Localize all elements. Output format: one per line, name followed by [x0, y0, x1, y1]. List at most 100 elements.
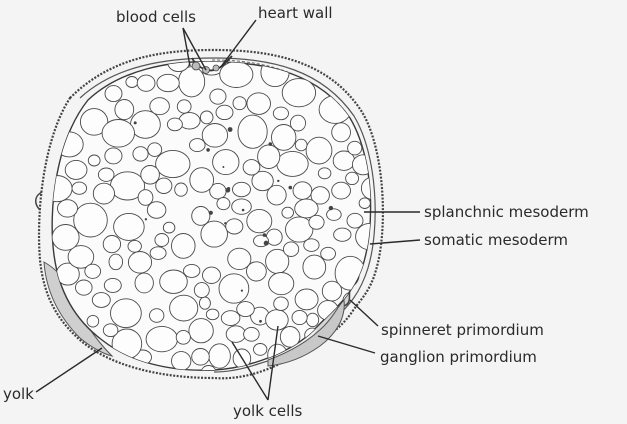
yolk-cell: [55, 132, 83, 157]
yolk-cell: [177, 100, 191, 113]
yolk-cell: [102, 120, 134, 148]
yolk-speck: [241, 290, 243, 292]
yolk-cell: [74, 203, 108, 237]
leader-ganglion: [318, 336, 375, 353]
yolk-cell: [170, 295, 198, 321]
yolk-cell: [190, 168, 214, 193]
yolk-cell: [103, 236, 120, 253]
yolk-cell: [322, 281, 341, 301]
yolk-cell: [103, 324, 118, 337]
yolk-cell: [114, 213, 145, 240]
yolk-cell: [206, 309, 219, 320]
yolk-cell: [238, 115, 267, 148]
yolk-speck: [145, 218, 147, 220]
yolk-speck: [264, 241, 269, 246]
yolk-cell: [135, 273, 153, 293]
yolk-cell: [209, 344, 231, 368]
yolk-cell: [348, 141, 362, 155]
yolk-cell: [304, 239, 319, 252]
label-blood-cells: blood cells: [116, 8, 196, 26]
yolk-speck: [277, 180, 279, 182]
yolk-cell: [347, 213, 363, 228]
yolk-cell: [203, 267, 221, 283]
yolk-cell: [346, 172, 359, 184]
yolk-cell: [148, 143, 162, 157]
yolk-cell: [93, 183, 114, 204]
yolk-cell: [282, 207, 294, 218]
yolk-cell: [192, 349, 210, 366]
yolk-cell: [200, 111, 213, 124]
yolk-cell: [295, 139, 307, 151]
yolk-speck: [206, 148, 210, 152]
yolk-cell: [104, 278, 121, 292]
yolk-cell: [303, 255, 326, 279]
yolk-cell: [163, 222, 175, 233]
yolk-cell: [269, 273, 294, 295]
yolk-cell: [247, 262, 267, 281]
yolk-cell: [111, 299, 142, 328]
label-splanchnic-mesoderm: splanchnic mesoderm: [424, 203, 589, 221]
label-spinneret-primordium: spinneret primordium: [381, 321, 544, 339]
label-heart-wall: heart wall: [258, 4, 333, 22]
yolk-cell: [138, 190, 153, 206]
yolk-cell: [105, 148, 122, 164]
yolk-cell: [192, 207, 210, 226]
yolk-cell: [184, 264, 200, 277]
yolk-speck: [228, 127, 233, 132]
yolk-cell: [128, 240, 141, 252]
yolk-cell: [266, 310, 289, 330]
yolk-cell: [175, 183, 188, 196]
label-ganglion-primordium: ganglion primordium: [380, 348, 537, 366]
yolk-cell: [146, 326, 177, 351]
yolk-cell: [72, 182, 87, 194]
yolk-cell: [109, 254, 123, 270]
yolk-cell: [156, 150, 190, 177]
yolk-cell: [359, 198, 370, 209]
yolk-speck: [263, 233, 267, 237]
yolk-cell: [201, 221, 228, 247]
yolk-cell: [266, 229, 282, 245]
yolk-cell: [189, 319, 213, 343]
yolk-cell: [306, 137, 332, 164]
leader-yolk: [36, 348, 102, 392]
yolk-cell: [76, 280, 93, 295]
yolk-cell: [334, 228, 351, 241]
yolk-cell: [233, 97, 246, 110]
yolk-cell: [150, 309, 164, 323]
yolk-cell: [176, 330, 190, 344]
yolk-cell: [137, 75, 155, 91]
yolk-cell: [220, 62, 253, 88]
yolk-cell: [167, 118, 182, 131]
yolk-cell: [219, 274, 249, 303]
yolk-cell: [85, 264, 101, 278]
yolk-cell: [52, 225, 79, 251]
yolk-cell: [58, 200, 78, 217]
label-yolk: yolk: [3, 385, 34, 403]
blood-cell: [192, 62, 200, 70]
yolk-cell: [226, 219, 243, 234]
yolk-cell: [221, 311, 240, 326]
yolk-speck: [329, 206, 333, 210]
yolk-speck: [224, 222, 226, 224]
yolk-speck: [269, 142, 273, 146]
yolk-cell: [226, 326, 245, 343]
label-somatic-mesoderm: somatic mesoderm: [424, 231, 568, 249]
yolk-cell: [232, 199, 252, 214]
yolk-cell: [128, 251, 151, 273]
yolk-cell: [318, 168, 331, 179]
yolk-cell: [217, 198, 230, 210]
yolk-cell: [141, 166, 160, 185]
yolk-cell: [292, 310, 307, 324]
yolk-cell: [199, 297, 210, 309]
yolk-speck: [289, 186, 293, 190]
yolk-cell: [150, 247, 166, 260]
yolk-cell: [290, 115, 305, 131]
yolk-cell: [201, 366, 216, 379]
yolk-cell: [98, 168, 114, 181]
yolk-cell: [194, 283, 209, 298]
yolk-cell: [293, 182, 312, 200]
yolk-cell: [274, 297, 289, 311]
yolk-cell: [216, 105, 233, 119]
yolk-cell: [41, 176, 72, 202]
